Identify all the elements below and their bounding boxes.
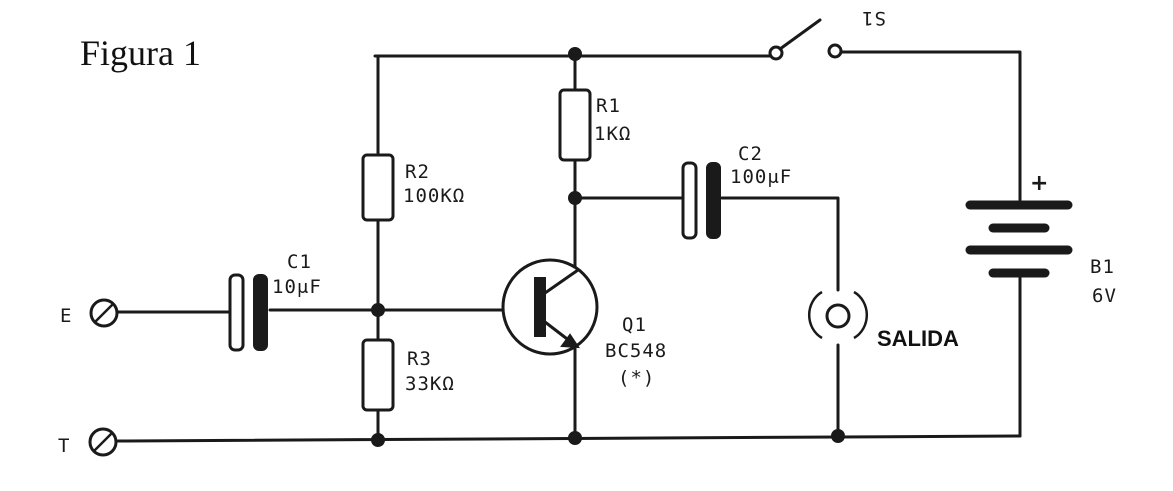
c1-value-label: 10μF [272,276,322,298]
transistor-q1-emitter-arrow-icon [560,333,580,349]
output-jack: SALIDA [807,290,959,351]
junction-dot [568,191,582,205]
output-label: SALIDA [877,326,959,351]
junction-dot [371,433,385,447]
r1-value-label: 1KΩ [594,123,631,145]
resistor-r3-body [361,338,395,412]
junction-dot [831,429,845,443]
figure-title: Figura 1 [80,33,201,73]
capacitor-c2-plate-open [681,161,698,240]
q1-value-label: BC548 [605,340,667,362]
capacitor-c2-plate-solid [706,162,721,239]
r3-value-label: 33KΩ [405,373,455,395]
junctions [371,47,845,447]
capacitor-c1-plate-solid [253,274,268,351]
resistor-r1: R1 1KΩ [558,88,631,162]
r2-ref-label: R2 [405,161,430,183]
capacitor-c1: C1 10μF [228,251,322,352]
output-jack-shield [807,290,823,340]
r2-value-label: 100KΩ [403,185,465,207]
wire-c2-output [720,196,840,292]
resistor-r2-body [361,153,395,222]
transistor-q1-base-bar [534,277,546,337]
capacitor-c2: C2 100μF [681,143,792,240]
q1-ref-label: Q1 [622,314,647,336]
battery-b1-plus-label: + [1030,171,1048,196]
b1-value-label: 6V [1092,285,1117,307]
junction-dot [568,431,582,445]
junction-dot [568,47,582,61]
c2-ref-label: C2 [738,143,763,165]
terminal-t-label: T [58,435,70,457]
junction-dot [371,303,385,317]
wire-top-rail-right [837,50,1022,202]
s1-ref-label: S1 [861,7,886,29]
transistor-q1: Q1 BC548 (*) [501,258,667,389]
resistor-r1-body [558,88,592,162]
battery-b1: + B1 6V [965,171,1117,307]
transistor-q1-collector-lead [543,268,580,295]
q1-note-label: (*) [618,367,655,389]
r1-ref-label: R1 [596,95,621,117]
r3-ref-label: R3 [407,348,432,370]
terminal-e-label: E [60,305,72,327]
output-jack-center-icon [825,303,851,329]
resistor-r3: R3 33KΩ [361,338,455,412]
c2-value-label: 100μF [730,166,792,188]
capacitor-c1-plate-open [228,273,245,352]
b1-ref-label: B1 [1090,256,1115,278]
terminal-t: T [58,427,118,457]
switch-s1: S1 [768,7,886,61]
resistor-r2: R2 100KΩ [361,153,465,222]
c1-ref-label: C1 [287,251,312,273]
switch-s1-contact-right [827,43,843,59]
transistor-q1-body [501,258,599,356]
terminal-e: E [60,298,119,328]
switch-s1-lever [778,18,822,51]
